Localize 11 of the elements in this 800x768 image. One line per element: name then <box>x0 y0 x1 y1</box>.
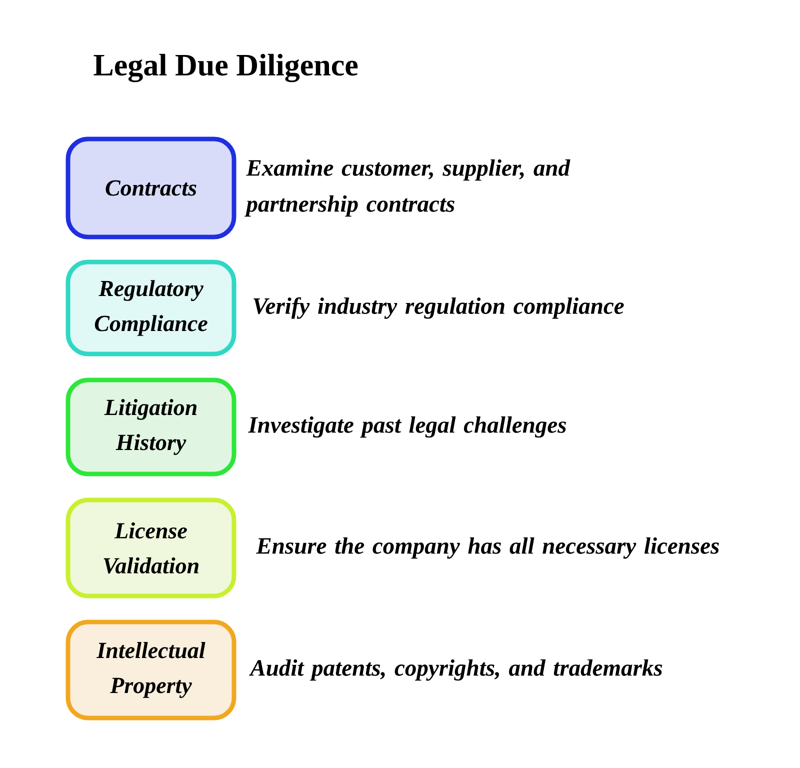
description: Examine customer, supplier, and partnership contracts <box>244 159 570 217</box>
description: Audit patents, copyrights, and trademarks <box>248 659 662 681</box>
description: Verify industry regulation compliance <box>254 297 624 319</box>
rounded-box: Contracts <box>66 136 236 240</box>
description: Investigate past legal challenges <box>248 416 566 438</box>
rounded-box: Regulatory Compliance <box>66 260 236 356</box>
description: Ensure the company has all necessary licenses <box>256 537 719 559</box>
rounded-box: License Validation <box>66 498 236 598</box>
rounded-box: Litigation History <box>66 378 236 476</box>
rounded-box: Intellectual Property <box>66 620 236 720</box>
title: Legal Due Diligence <box>94 54 358 82</box>
